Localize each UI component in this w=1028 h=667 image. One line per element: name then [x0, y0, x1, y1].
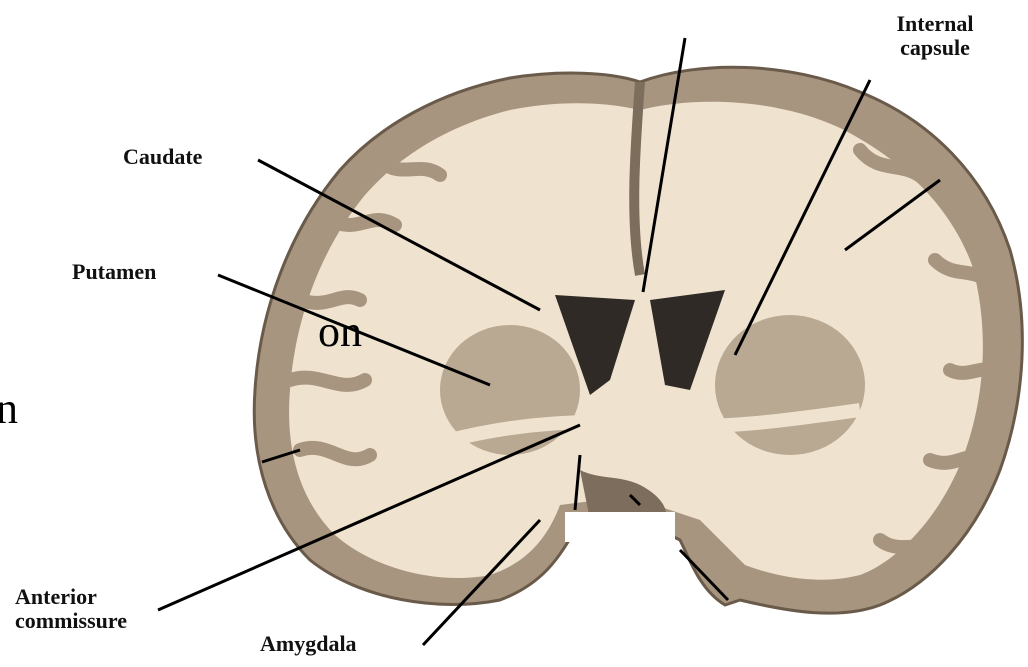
- bottom-cutout: [565, 512, 675, 542]
- label-internal-capsule-line1: Internal: [875, 12, 995, 36]
- label-internal-capsule-line2: capsule: [875, 36, 995, 60]
- label-anterior-commissure-line2: commissure: [15, 609, 127, 633]
- longitudinal-fissure: [634, 82, 640, 275]
- side-text-line2: n: [0, 385, 18, 433]
- basal-ganglia-right: [715, 315, 865, 455]
- label-anterior-commissure: Anterior commissure: [15, 585, 127, 633]
- label-caudate: Caudate: [123, 145, 202, 169]
- label-amygdala: Amygdala: [260, 632, 357, 656]
- label-anterior-commissure-line1: Anterior: [15, 585, 127, 609]
- label-internal-capsule: Internal capsule: [875, 12, 995, 60]
- side-text-line1: on: [318, 308, 362, 356]
- label-putamen: Putamen: [72, 260, 156, 284]
